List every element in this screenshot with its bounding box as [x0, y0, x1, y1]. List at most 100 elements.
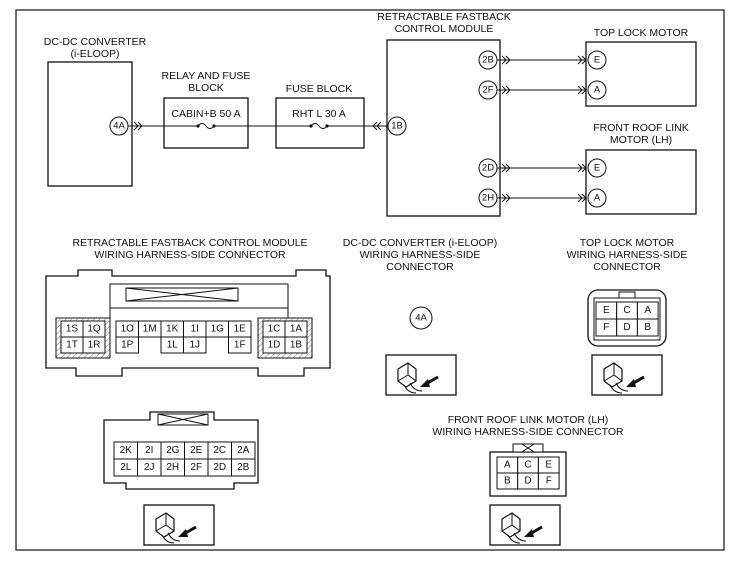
- pin-label: 1A: [290, 324, 303, 335]
- motor-wires: [497, 55, 587, 203]
- pin-cell: [183, 336, 207, 354]
- relay-title-1: RELAY AND FUSE: [162, 70, 251, 82]
- pin-cell: [228, 336, 252, 354]
- module-pin-1b: 1B: [391, 121, 403, 132]
- dcdc-title-1: DC-DC CONVERTER: [44, 36, 147, 48]
- pin-label: A: [504, 460, 511, 471]
- pin-label: F: [546, 476, 552, 487]
- pin-label: F: [603, 322, 609, 333]
- pin-label: E: [545, 460, 552, 471]
- pin-label: 1B: [290, 340, 303, 351]
- relay-fuse-block-box: [163, 97, 249, 149]
- module-title-2: CONTROL MODULE: [395, 23, 494, 35]
- top-lock-title: TOP LOCK MOTOR: [594, 27, 689, 39]
- pin-label: 1J: [189, 340, 200, 351]
- pin-label: D: [524, 476, 531, 487]
- front-roof-title-2: MOTOR (LH): [610, 134, 672, 146]
- top-lock-connector-title-2: WIRING HARNESS-SIDE: [567, 249, 688, 261]
- outer-border: [15, 9, 725, 551]
- front-roof-motor-box: [585, 149, 697, 215]
- module-pin-1b-circle: [387, 116, 407, 136]
- pin-label: 1C: [268, 324, 281, 335]
- front-roof-pin-e: E: [594, 163, 600, 174]
- front-roof-pin-e-circle: [587, 158, 607, 178]
- pin-label: A: [644, 305, 651, 316]
- module-pin-2b: 2B: [482, 55, 494, 66]
- fuse-dot: [309, 124, 313, 128]
- fuse-symbol-relay: [164, 123, 248, 129]
- pin-label: B: [644, 322, 651, 333]
- top-lock-pin-a: A: [594, 85, 601, 96]
- top-lock-connector-title-1: TOP LOCK MOTOR: [580, 237, 675, 249]
- chevron-dcdc: [133, 121, 143, 131]
- fuse-symbol-block: [276, 123, 364, 129]
- fuse-dot: [325, 124, 329, 128]
- pin-cell: [82, 336, 106, 354]
- pin-cell: [636, 318, 659, 337]
- pin-label: 2B: [237, 462, 250, 473]
- module-title-1: RETRACTABLE FASTBACK: [377, 11, 510, 23]
- pin-label: 1M: [143, 324, 157, 335]
- pin-label: 1L: [167, 340, 179, 351]
- pin-label: D: [623, 322, 630, 333]
- pin-label: 1S: [66, 324, 79, 335]
- top-lock-connector-pins: E C A F D B: [595, 301, 659, 337]
- pin-label: 1F: [234, 340, 246, 351]
- pin-label: 2H: [166, 462, 179, 473]
- pin-label: 1O: [121, 324, 135, 335]
- pin-label: 2D: [213, 462, 226, 473]
- harness-plug-icon: [591, 354, 663, 396]
- pin-cell: [115, 336, 139, 354]
- front-roof-pin-a: A: [594, 193, 601, 204]
- front-roof-title-1: FRONT ROOF LINK: [593, 122, 688, 134]
- pin-label: 2A: [237, 445, 250, 456]
- pin-label: 1T: [66, 340, 78, 351]
- pin-label: 2G: [166, 445, 180, 456]
- pin-label: 2F: [190, 462, 202, 473]
- front-roof-connector-title-1: FRONT ROOF LINK MOTOR (LH): [448, 414, 609, 426]
- module-connector-title-2: WIRING HARNESS-SIDE CONNECTOR: [94, 249, 286, 261]
- fuse-dot: [196, 124, 200, 128]
- dcdc-connector-title-3: CONNECTOR: [386, 261, 454, 273]
- relay-fuse-label: CABIN+B 50 A: [171, 108, 240, 120]
- top-lock-pin-e-circle: [587, 50, 607, 70]
- dcdc-connector-title-1: DC-DC CONVERTER (i-ELOOP): [343, 237, 497, 249]
- pin-label: B: [504, 476, 511, 487]
- harness-plug-icon: [489, 504, 561, 546]
- pin-label: 1P: [121, 340, 134, 351]
- fuse-block-title: FUSE BLOCK: [286, 83, 353, 95]
- module-connector-title-1: RETRACTABLE FASTBACK CONTROL MODULE: [72, 237, 307, 249]
- pin-cell: [537, 472, 560, 490]
- dcdc-connector-title-2: WIRING HARNESS-SIDE: [360, 249, 481, 261]
- pin-label: 1K: [166, 324, 179, 335]
- pin-label: 2C: [213, 445, 226, 456]
- pin-label: C: [623, 305, 630, 316]
- pin-cell: [284, 336, 308, 354]
- pin-label: E: [603, 305, 610, 316]
- module-pin-2h: 2H: [482, 193, 494, 204]
- pin-label: 2K: [120, 445, 133, 456]
- dcdc-converter-box: [47, 61, 133, 187]
- harness-plug-icon: [143, 504, 215, 546]
- dcdc-title-2: (i-ELOOP): [70, 48, 119, 60]
- front-roof-connector-title-2: WIRING HARNESS-SIDE CONNECTOR: [432, 426, 624, 438]
- pin-label: 2E: [190, 445, 203, 456]
- pin-label: 2I: [145, 445, 153, 456]
- pin-label: 1I: [191, 324, 199, 335]
- pin-label: 1G: [211, 324, 225, 335]
- top-lock-motor-box: [585, 41, 697, 107]
- pin-label: 1E: [234, 324, 247, 335]
- module-connector-center-pins: 1O 1M 1K 1I 1G 1E 1P 1L 1J 1F: [115, 320, 252, 354]
- fuse-block-box: [275, 97, 365, 149]
- top-lock-connector-title-3: CONNECTOR: [593, 261, 661, 273]
- fuse-block-label: RHT L 30 A: [292, 108, 346, 120]
- pin-label: 2L: [120, 462, 132, 473]
- module-pin-2d: 2D: [482, 163, 494, 174]
- dcdc-connector-pin-circle: [409, 306, 433, 330]
- module-pin-2f: 2F: [482, 85, 493, 96]
